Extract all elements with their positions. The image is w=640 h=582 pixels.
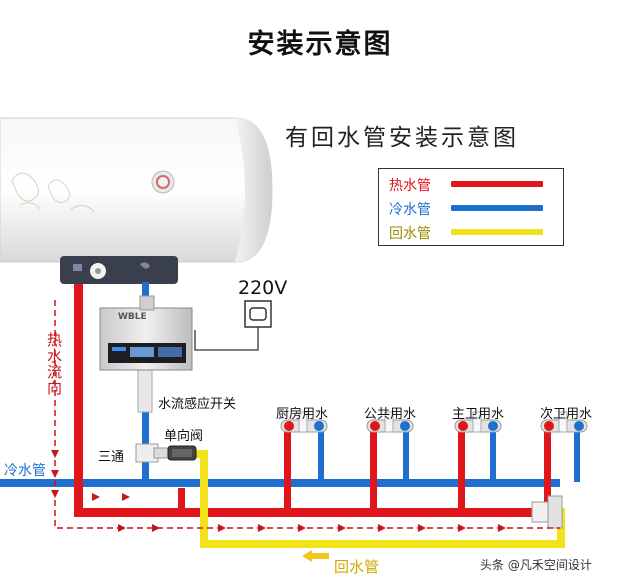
fixture-valves bbox=[280, 411, 588, 433]
hot-flow-direction-label: 热水流向 bbox=[45, 332, 63, 396]
hot-water-main bbox=[74, 284, 554, 517]
heater-brand: WBLE bbox=[118, 312, 147, 322]
heater-control-panel bbox=[60, 256, 178, 284]
legend-swatch-hot bbox=[451, 181, 543, 187]
fixture-label-master-bath: 主卫用水 bbox=[452, 407, 505, 422]
hot-flow-path bbox=[54, 300, 560, 529]
return-pipe-label: 回水管 bbox=[334, 558, 380, 576]
legend-swatch-return bbox=[451, 229, 543, 235]
check-valve-label: 单向阀 bbox=[164, 429, 204, 444]
watermark: 头条 @凡禾空间设计 bbox=[478, 556, 594, 573]
fixture-label-public: 公共用水 bbox=[364, 407, 417, 422]
fixture-label-kitchen: 厨房用水 bbox=[276, 407, 329, 422]
tee-fitting bbox=[135, 443, 171, 463]
legend: 热水管 冷水管 回水管 bbox=[378, 168, 564, 246]
check-valve bbox=[167, 445, 197, 461]
power-outlet bbox=[194, 300, 272, 351]
tee-label: 三通 bbox=[98, 450, 125, 465]
legend-swatch-cold bbox=[451, 205, 543, 211]
flow-switch-label: 水流感应开关 bbox=[158, 397, 237, 412]
page-title: 安装示意图 bbox=[247, 29, 393, 60]
water-flow-switch-unit bbox=[99, 295, 193, 371]
diagram-subtitle: 有回水管安装示意图 bbox=[285, 125, 519, 151]
return-pump bbox=[531, 495, 563, 529]
legend-label-hot: 热水管 bbox=[389, 178, 431, 194]
water-heater-tank bbox=[0, 117, 273, 263]
cold-pipe-label: 冷水管 bbox=[4, 463, 46, 479]
fixture-label-second-bath: 次卫用水 bbox=[540, 407, 593, 422]
return-flow-arrows bbox=[302, 550, 329, 562]
voltage-label: 220V bbox=[238, 277, 288, 299]
legend-label-cold: 冷水管 bbox=[389, 202, 431, 218]
flower-decoration bbox=[11, 172, 95, 213]
flow-arrows bbox=[51, 450, 506, 532]
legend-label-return: 回水管 bbox=[389, 226, 431, 242]
thermostat-dial bbox=[151, 170, 175, 194]
